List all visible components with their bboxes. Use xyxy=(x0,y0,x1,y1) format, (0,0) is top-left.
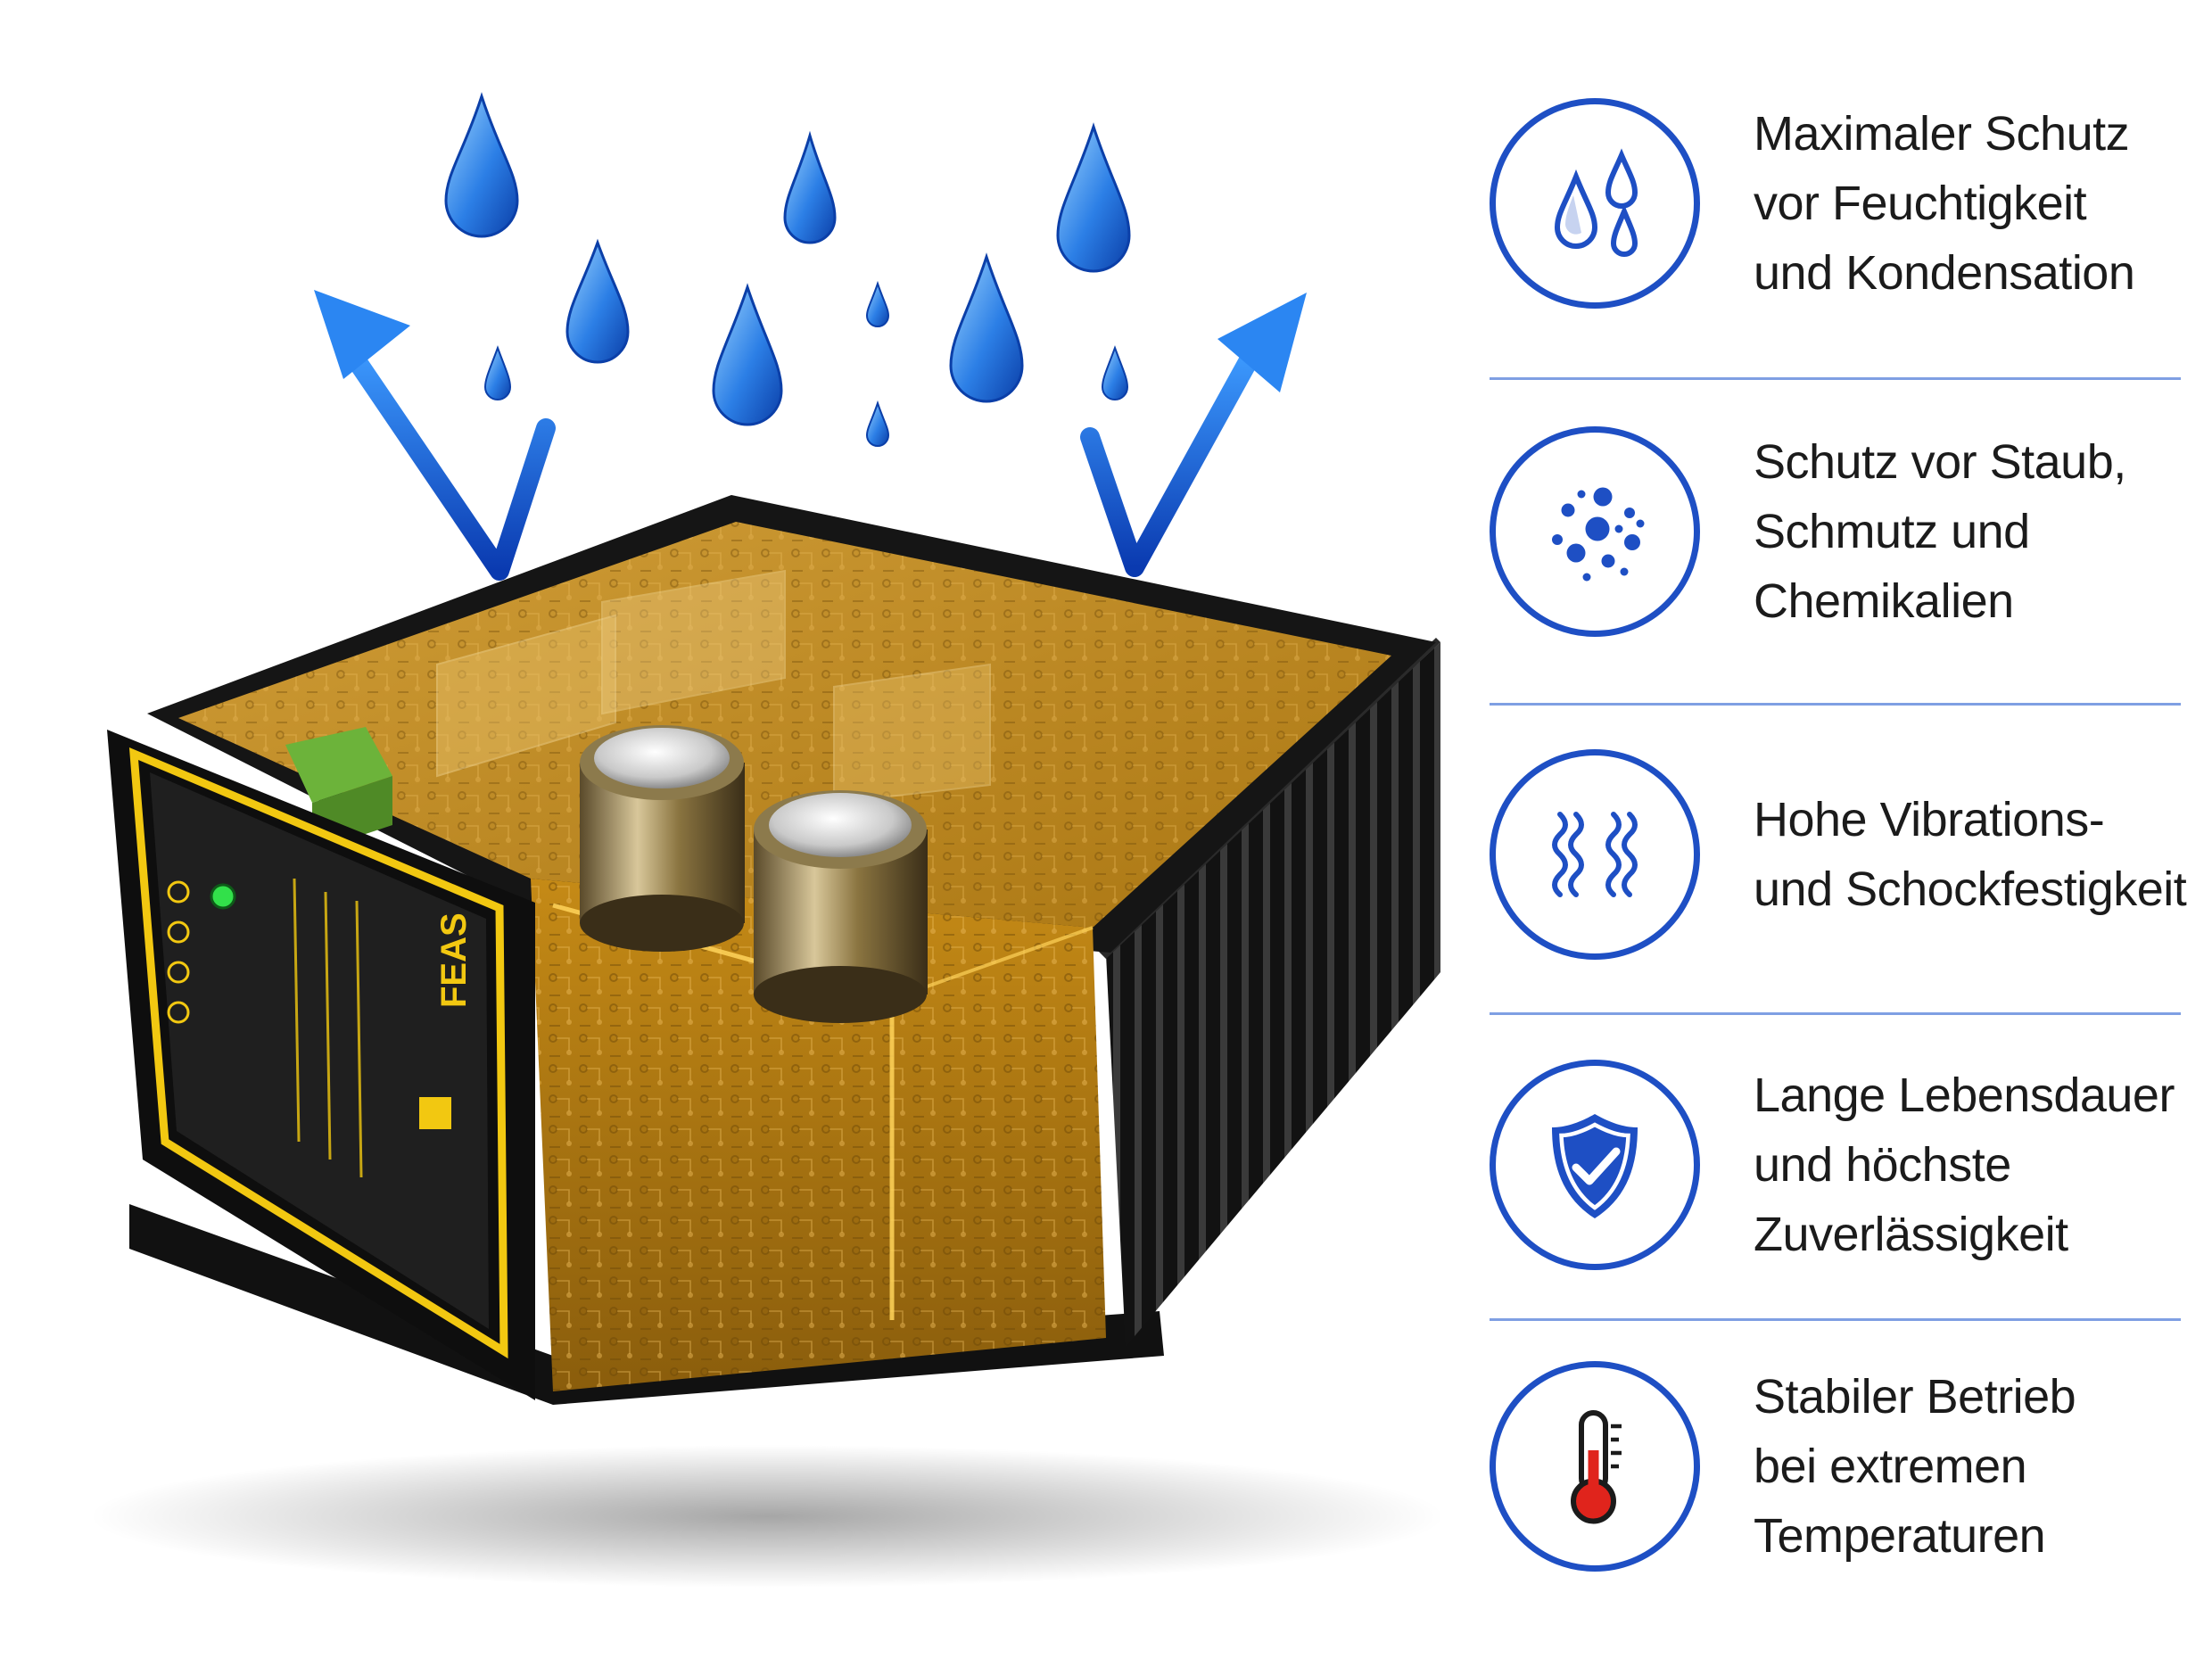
water-drop xyxy=(1056,122,1131,273)
feature-text-line: Stabiler Betrieb xyxy=(1754,1370,2076,1424)
feature-text-line: und Schockfestigkeit xyxy=(1754,863,2187,916)
front-panel: FEAS xyxy=(107,730,535,1400)
capacitor-right xyxy=(754,790,928,1023)
feature-icon-circle xyxy=(1490,1361,1700,1572)
left-arrow xyxy=(338,338,556,581)
feature-divider xyxy=(1490,703,2181,706)
water-drop xyxy=(783,130,837,244)
feature-reliability: Lange Lebensdauer und höchste Zuverlässi… xyxy=(1490,1060,2194,1270)
feature-text-line: Schmutz und xyxy=(1754,505,2030,558)
status-led xyxy=(210,883,236,910)
ground-shadow xyxy=(89,1445,1445,1588)
water-drop xyxy=(444,92,519,238)
feature-text-line: und höchste xyxy=(1754,1138,2011,1192)
front-panel-brand: FEAS xyxy=(434,912,474,1008)
feature-icon-circle xyxy=(1490,749,1700,960)
feature-text-line: vor Feuchtigkeit xyxy=(1754,177,2087,230)
left-arrow-head xyxy=(314,290,410,379)
right-arrow-head xyxy=(1217,293,1307,392)
water-drops-icon xyxy=(1554,148,1638,257)
water-drop xyxy=(949,252,1024,403)
feature-text-line: Schutz vor Staub, xyxy=(1754,435,2126,489)
capacitor-left xyxy=(580,725,745,952)
water-drop xyxy=(865,400,890,447)
feature-text-line: Chemikalien xyxy=(1754,574,2014,628)
feature-text-line: Lange Lebensdauer xyxy=(1754,1069,2175,1122)
feature-icon-circle xyxy=(1490,426,1700,637)
feature-text-line: Maximaler Schutz xyxy=(1754,107,2130,161)
thermometer-icon xyxy=(1571,1410,1622,1524)
feature-divider xyxy=(1490,377,2181,380)
dust-particles-icon xyxy=(1552,487,1645,582)
feature-text-line: Zuverlässigkeit xyxy=(1754,1208,2068,1261)
feature-icon-circle xyxy=(1490,1060,1700,1270)
feature-divider xyxy=(1490,1012,2181,1015)
potted-device: FEAS xyxy=(107,495,1440,1405)
feature-moisture-protection: Maximaler Schutz vor Feuchtigkeit und Ko… xyxy=(1490,98,2194,309)
feature-list: Maximaler Schutz vor Feuchtigkeit und Ko… xyxy=(1490,54,2194,1623)
feature-divider xyxy=(1490,1318,2181,1321)
moisture-arrows xyxy=(314,290,1307,581)
water-drop xyxy=(712,283,783,426)
feature-text-line: und Kondensation xyxy=(1754,246,2135,300)
water-drop xyxy=(565,238,630,364)
feature-text-line: Temperaturen xyxy=(1754,1509,2046,1563)
green-connector xyxy=(285,727,392,803)
water-drop xyxy=(865,280,890,327)
feature-dust-protection: Schutz vor Staub, Schmutz und Chemikalie… xyxy=(1490,426,2194,637)
heat-sink xyxy=(1106,642,1440,1347)
vibration-waves-icon xyxy=(1552,812,1638,897)
water-drops xyxy=(444,92,1131,447)
water-drop xyxy=(483,345,512,400)
feature-icon-circle xyxy=(1490,98,1700,309)
feature-temperature-stability: Stabiler Betrieb bei extremen Temperatur… xyxy=(1490,1361,2194,1572)
water-drop xyxy=(1101,345,1129,400)
right-arrow xyxy=(1080,343,1263,577)
feature-vibration-resistance: Hohe Vibrations- und Schockfestigkeit xyxy=(1490,749,2194,960)
feature-text-line: bei extremen xyxy=(1754,1440,2027,1493)
feature-text-line: Hohe Vibrations- xyxy=(1754,793,2105,846)
shield-check-icon xyxy=(1552,1114,1638,1218)
potted-electronics-illustration: FEAS xyxy=(89,92,1445,1588)
